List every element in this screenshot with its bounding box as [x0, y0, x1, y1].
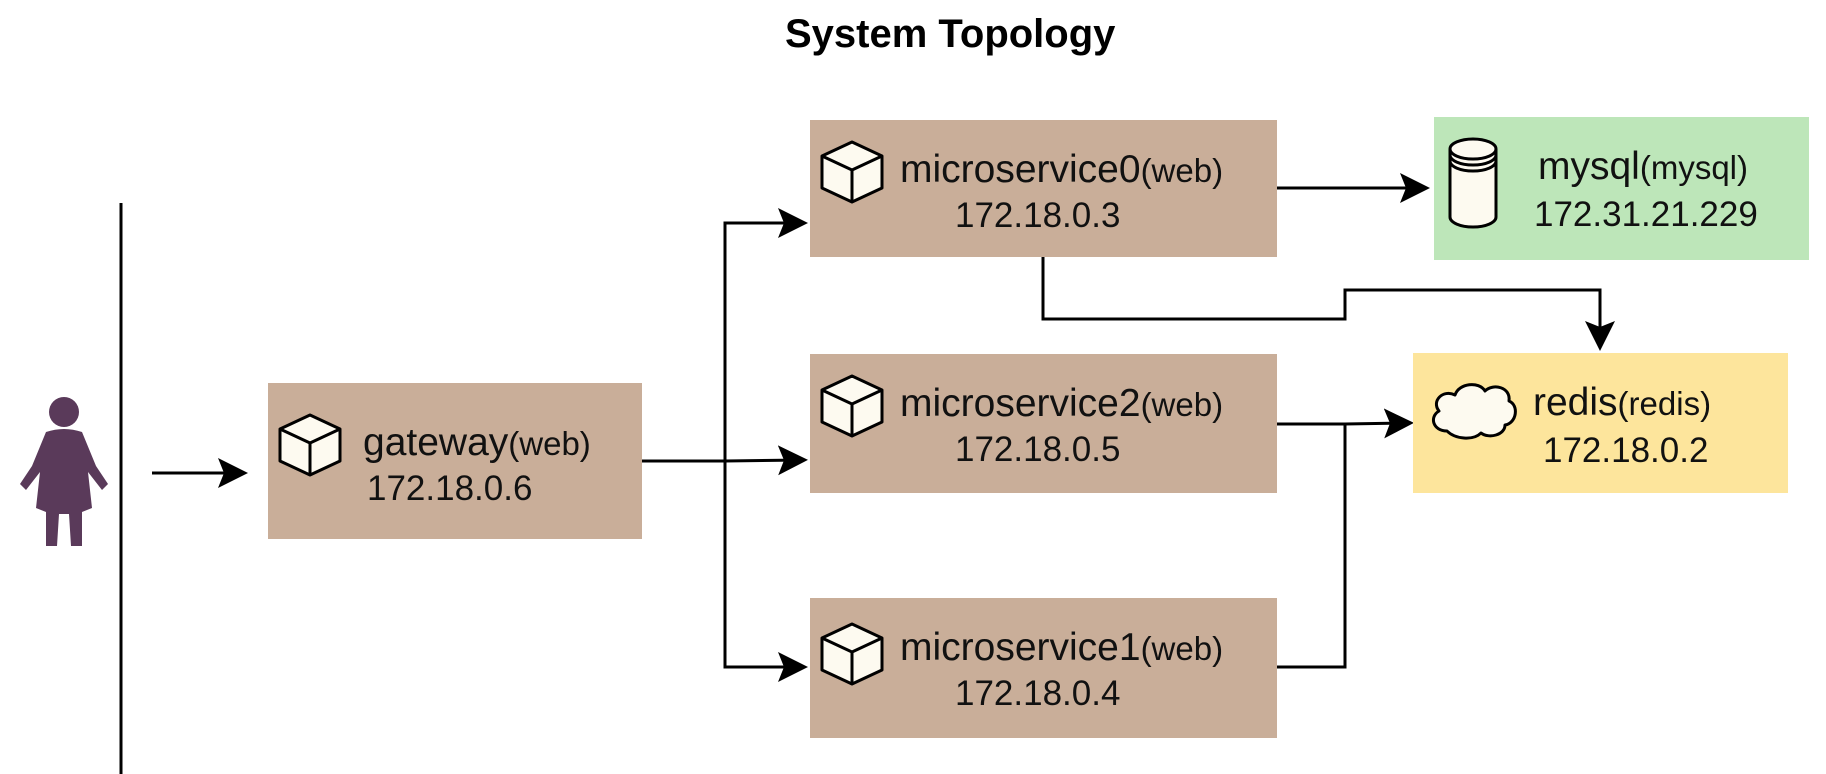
node-ip: 172.18.0.5 [955, 430, 1121, 469]
mysql-node[interactable]: mysql(mysql) 172.31.21.229 [1434, 117, 1809, 260]
redis-node[interactable]: redis(redis) 172.18.0.2 [1413, 353, 1788, 493]
node-name-text: microservice2 [900, 382, 1141, 425]
cube-icon [820, 140, 884, 204]
edge-gateway-ms2 [642, 445, 808, 476]
node-kind: (web) [508, 425, 591, 462]
node-name-text: redis [1533, 381, 1618, 424]
microservice2-node[interactable]: microservice2(web) 172.18.0.5 [810, 354, 1277, 493]
node-name: redis(redis) [1533, 383, 1711, 422]
cube-icon [820, 622, 884, 686]
cloud-icon [1431, 383, 1517, 440]
edge-ms1-redis [1277, 424, 1347, 669]
node-kind: (mysql) [1639, 149, 1748, 186]
node-name-text: mysql [1538, 145, 1640, 188]
node-kind: (redis) [1617, 385, 1712, 422]
node-kind: (web) [1140, 152, 1224, 189]
edge-gateway-ms0 [723, 208, 808, 461]
gateway-node[interactable]: gateway(web) 172.18.0.6 [268, 383, 642, 539]
database-cylinder-icon [1448, 137, 1498, 229]
microservice0-node[interactable]: microservice0(web) 172.18.0.3 [810, 120, 1277, 257]
microservice1-node[interactable]: microservice1(web) 172.18.0.4 [810, 598, 1277, 738]
node-name: mysql(mysql) [1538, 147, 1748, 186]
diagram-title: System Topology [785, 12, 1116, 56]
node-ip: 172.18.0.6 [367, 469, 533, 508]
node-ip: 172.18.0.3 [955, 196, 1121, 235]
node-name: microservice2(web) [900, 384, 1223, 423]
edge-gateway-ms1 [723, 461, 808, 682]
user-person-icon [20, 397, 108, 546]
edge-ms2-redis [1277, 408, 1414, 439]
node-ip: 172.18.0.4 [955, 674, 1121, 713]
node-name-text: microservice1 [900, 626, 1141, 669]
node-ip: 172.31.21.229 [1534, 195, 1758, 234]
node-name-text: microservice0 [900, 148, 1141, 191]
node-kind: (web) [1140, 386, 1224, 423]
node-name: gateway(web) [363, 423, 591, 462]
node-name: microservice1(web) [900, 628, 1223, 667]
cube-icon [278, 413, 342, 477]
node-ip: 172.18.0.2 [1543, 431, 1709, 470]
node-kind: (web) [1140, 630, 1224, 667]
edge-ms0-redis [1041, 257, 1615, 351]
node-name: microservice0(web) [900, 150, 1223, 189]
cube-icon [820, 374, 884, 438]
node-name-text: gateway [363, 421, 509, 464]
